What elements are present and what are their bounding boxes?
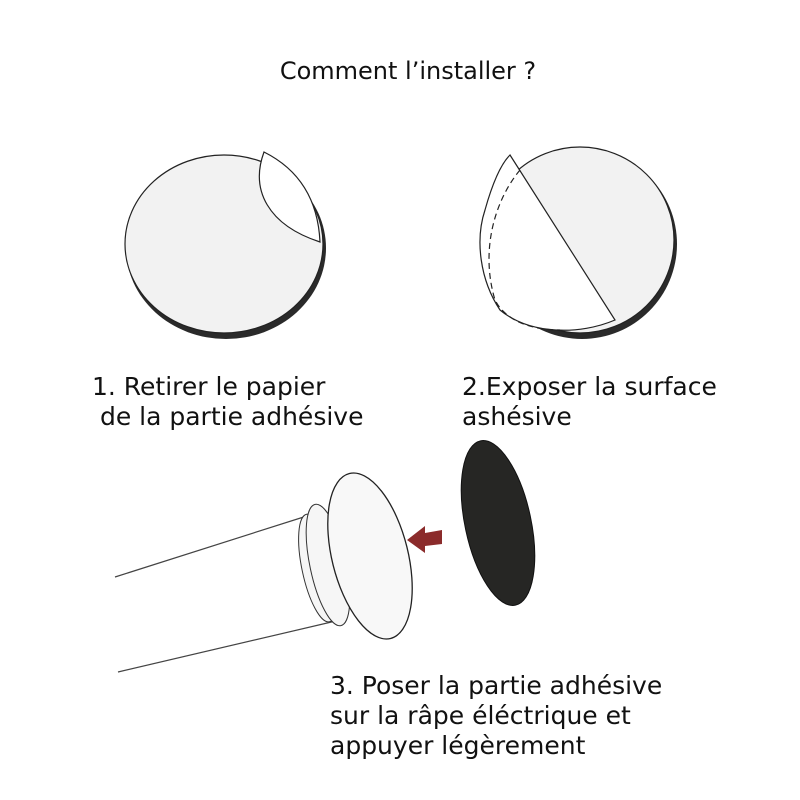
step2-disc-illustration <box>479 146 677 339</box>
step3-text-line3: appuyer légèrement <box>330 731 586 760</box>
page-title: Comment l’installer ? <box>279 57 537 85</box>
step1-text-line2: de la partie adhésive <box>92 402 364 431</box>
step3-grater-illustration <box>114 440 536 673</box>
step1-disc-illustration <box>124 151 326 339</box>
step1-text-line1: 1. Retirer le papier <box>92 372 326 401</box>
step3-text-line2: sur la râpe éléctrique et <box>330 701 631 730</box>
step2-text-line2: ashésive <box>462 402 572 431</box>
step2-text-line1: 2.Exposer la surface <box>462 372 717 401</box>
arrow-left-icon <box>407 526 442 553</box>
step3-text-line1: 3. Poser la partie adhésive <box>330 671 663 700</box>
